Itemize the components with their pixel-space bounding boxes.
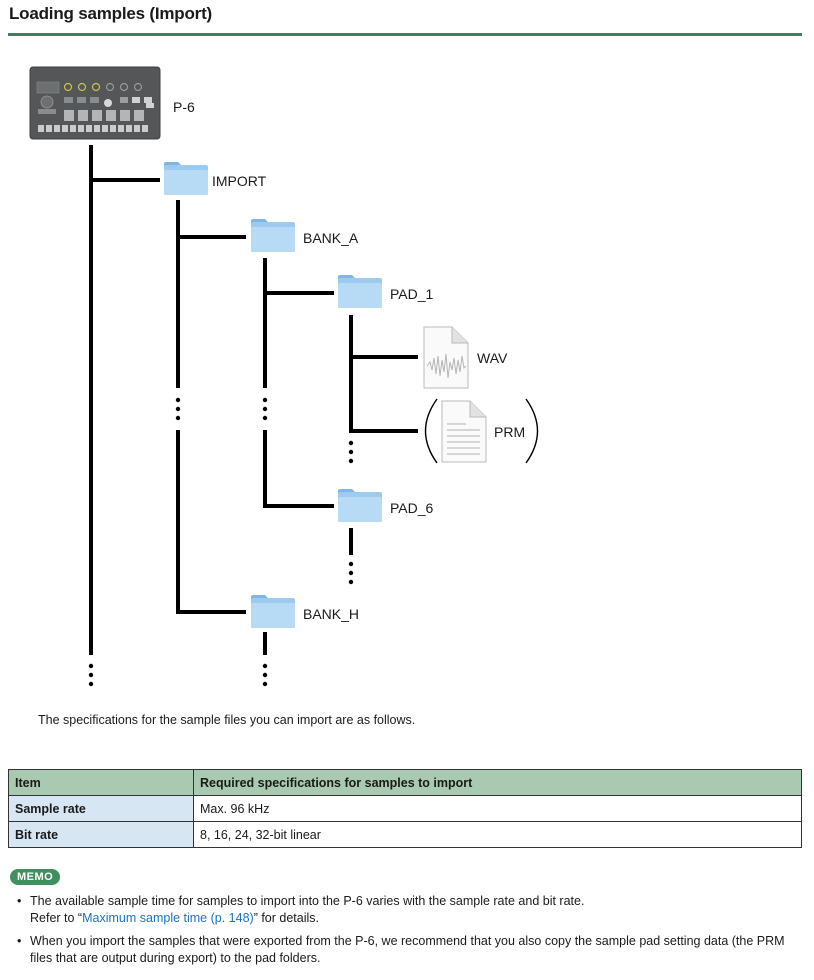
label-pad-1: PAD_1 — [390, 286, 434, 302]
refer-suffix: ” for details. — [253, 911, 319, 925]
label-wav: WAV — [477, 350, 508, 366]
memo-list: The available sample time for samples to… — [12, 893, 802, 973]
cell-item: Sample rate — [8, 795, 194, 822]
memo-badge: MEMO — [10, 869, 61, 885]
max-sample-time-link[interactable]: Maximum sample time (p. 148) — [82, 911, 254, 925]
label-bank-h: BANK_H — [303, 606, 359, 622]
label-import: IMPORT — [212, 173, 267, 189]
label-pad-6: PAD_6 — [390, 500, 434, 516]
refer-prefix: Refer to “ — [30, 911, 83, 925]
bank-h-folder-icon — [251, 595, 295, 628]
pad-6-folder-icon — [338, 489, 382, 522]
header-item: Item — [8, 769, 194, 796]
label-prm: PRM — [494, 424, 525, 440]
wav-file-icon — [423, 326, 469, 389]
title-underline — [8, 33, 802, 36]
table-row: Bit rate 8, 16, 24, 32-bit linear — [8, 821, 802, 848]
prm-file-icon — [441, 400, 487, 463]
folder-tree-diagram: P-6 IMPORT BANK_A PAD_1 PAD_6 BANK_H — [29, 66, 539, 687]
right-parenthesis — [525, 398, 539, 464]
import-folder-icon — [164, 162, 208, 195]
p6-device-icon — [29, 66, 161, 140]
intro-text: The specifications for the sample files … — [38, 713, 416, 727]
header-spec: Required specifications for samples to i… — [193, 769, 802, 796]
cell-value: Max. 96 kHz — [193, 795, 802, 822]
spec-table: Item Required specifications for samples… — [8, 769, 802, 848]
label-bank-a: BANK_A — [303, 230, 359, 246]
memo-item: The available sample time for samples to… — [12, 893, 802, 927]
table-row: Sample rate Max. 96 kHz — [8, 795, 802, 822]
pad-1-folder-icon — [338, 275, 382, 308]
cell-value: 8, 16, 24, 32-bit linear — [193, 821, 802, 848]
continuation-dots — [88, 397, 354, 687]
bank-a-folder-icon — [251, 219, 295, 252]
memo-item: When you import the samples that were ex… — [12, 933, 802, 967]
cell-item: Bit rate — [8, 821, 194, 848]
memo-item-2-text: When you import the samples that were ex… — [30, 934, 785, 965]
memo-item-1-text: The available sample time for samples to… — [30, 894, 585, 908]
left-parenthesis — [424, 398, 438, 464]
table-header-row: Item Required specifications for samples… — [8, 769, 802, 796]
page-title: Loading samples (Import) — [9, 4, 212, 23]
label-p6: P-6 — [173, 99, 195, 115]
